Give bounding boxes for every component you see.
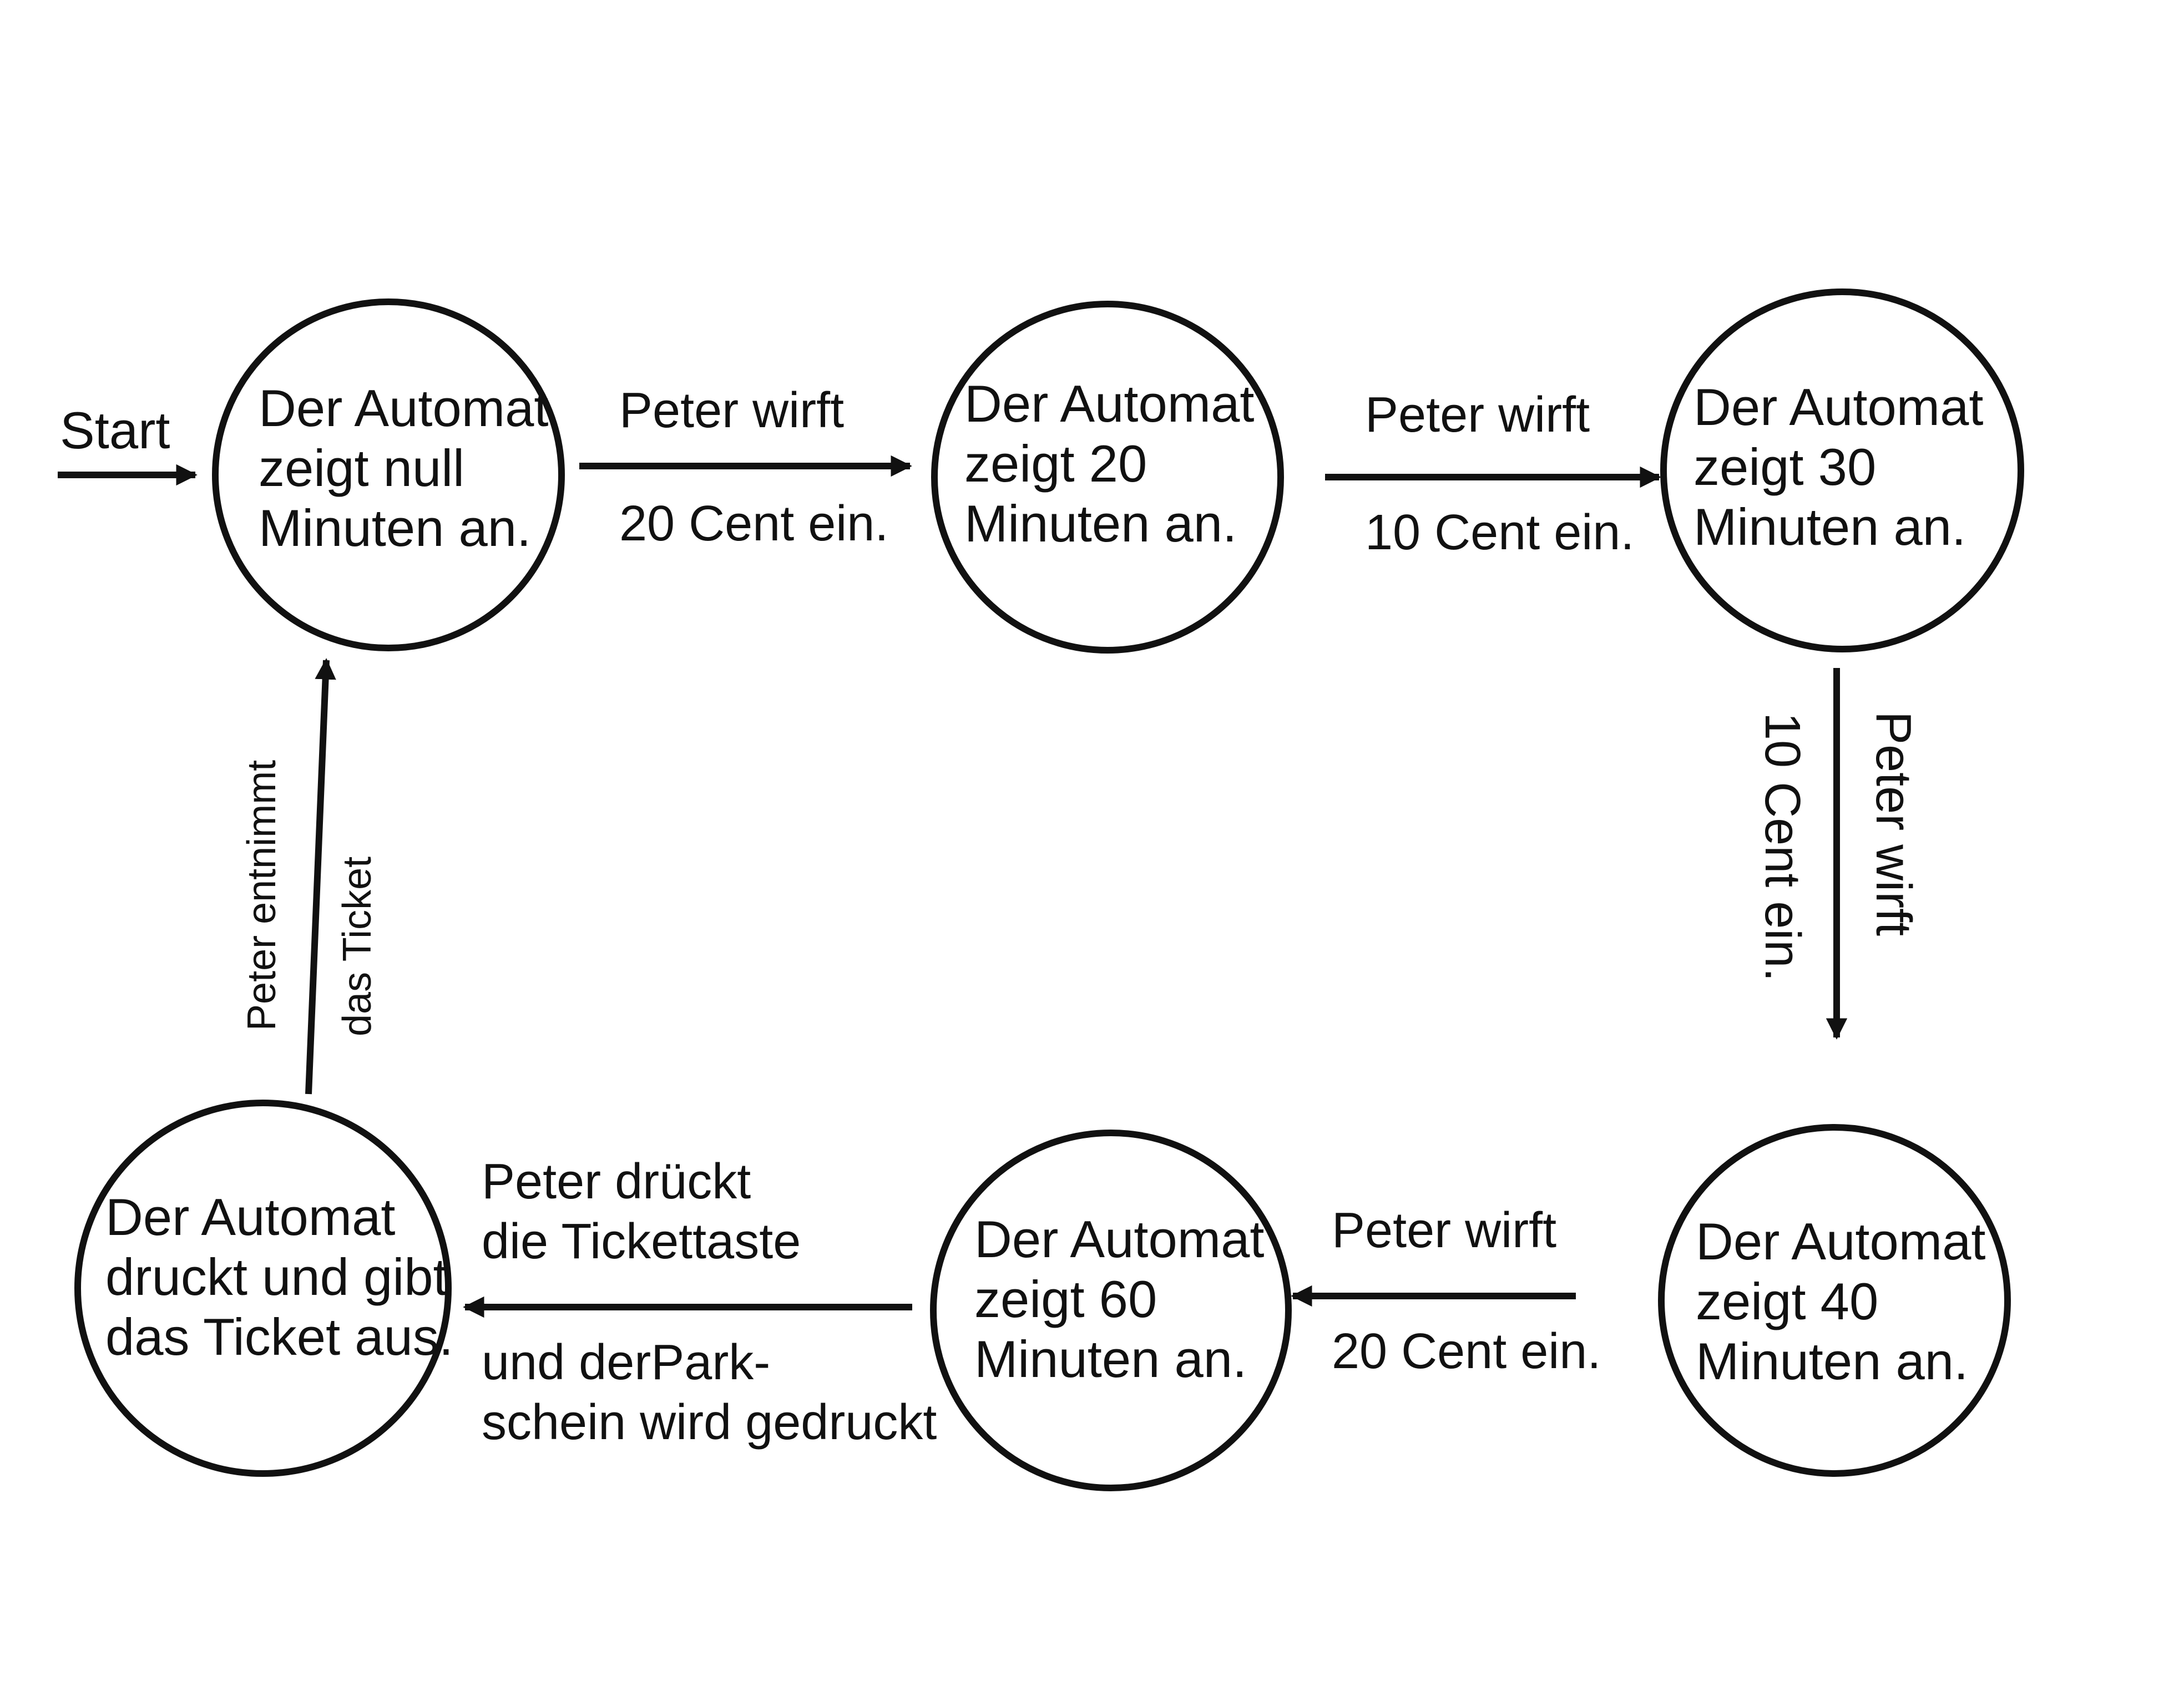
node-text-line: Minuten an.: [964, 494, 1237, 553]
node-text: Der Automat zeigt 60 Minuten an.: [974, 1210, 1279, 1388]
edge-label-action: Peter wirft: [1332, 1203, 1556, 1258]
edge-ticket-to-null: Peter entnimmt das Ticket: [240, 658, 380, 1095]
edge-label-coin: 10 Cent ein.: [1755, 712, 1810, 981]
edge-label-action: Peter wirft: [1365, 387, 1590, 443]
state-node-60-minutes: Der Automat zeigt 60 Minuten an.: [930, 1130, 1292, 1491]
edge-null-to-20: Peter wirft 20 Cent ein.: [579, 383, 912, 551]
node-text-line: das Ticket aus.: [105, 1308, 453, 1366]
edge-label-object: das Ticket: [335, 857, 380, 1036]
state-node-print-ticket: Der Automat druckt und gibt das Ticket a…: [74, 1100, 462, 1477]
edge-30-to-40: Peter wirft 10 Cent ein.: [1755, 668, 1921, 1040]
node-text-line: zeigt 40: [1696, 1272, 1878, 1330]
state-node-40-minutes: Der Automat zeigt 40 Minuten an.: [1658, 1124, 2011, 1477]
edge-label-action: Peter wirft: [619, 383, 844, 438]
node-text: Der Automat zeigt 40 Minuten an.: [1696, 1212, 2000, 1390]
node-text: Der Automat zeigt 30 Minuten an.: [1693, 378, 1998, 556]
node-text-line: druckt und gibt: [105, 1248, 448, 1306]
edge-label-result: und derPark- schein wird gedruckt: [482, 1335, 937, 1450]
node-text-line: Minuten an.: [1693, 498, 1966, 556]
edge-label-line: die Tickettaste: [482, 1214, 801, 1269]
edge-40-to-60: Peter wirft 20 Cent ein.: [1291, 1203, 1601, 1379]
node-text-line: zeigt null: [259, 439, 464, 497]
node-text-line: Der Automat: [105, 1188, 395, 1246]
edge-label-coin: 20 Cent ein.: [1332, 1324, 1601, 1379]
node-text-line: Der Automat: [1696, 1212, 1985, 1270]
edge-label-line: Peter drückt: [482, 1154, 751, 1209]
state-node-20-minutes: Der Automat zeigt 20 Minuten an.: [931, 301, 1284, 654]
node-text-line: zeigt 20: [964, 434, 1147, 493]
start-label: Start: [60, 401, 170, 459]
state-node-30-minutes: Der Automat zeigt 30 Minuten an.: [1660, 288, 2024, 652]
node-text-line: Minuten an.: [259, 499, 531, 557]
node-text-line: Der Automat: [1693, 378, 1983, 436]
node-text-line: Der Automat: [259, 379, 548, 437]
edge-label-coin: 10 Cent ein.: [1365, 505, 1634, 560]
node-text: Der Automat zeigt null Minuten an.: [259, 379, 563, 557]
edge-label-action: Peter wirft: [1866, 711, 1921, 936]
edge-20-to-30: Peter wirft 10 Cent ein.: [1325, 387, 1661, 560]
start-arrow: Start: [58, 401, 198, 486]
node-text-line: Minuten an.: [1696, 1332, 1968, 1390]
node-text-line: zeigt 60: [974, 1270, 1157, 1328]
node-text-line: zeigt 30: [1693, 438, 1876, 496]
node-text-line: Der Automat: [974, 1210, 1264, 1268]
node-text-line: Der Automat: [964, 374, 1254, 433]
edge-60-to-ticket: Peter drückt die Tickettaste und derPark…: [463, 1154, 937, 1450]
node-text: Der Automat druckt und gibt das Ticket a…: [105, 1188, 462, 1366]
state-node-null-minutes: Der Automat zeigt null Minuten an.: [212, 298, 565, 651]
edge-label-line: schein wird gedruckt: [482, 1395, 937, 1450]
edge-label-action: Peter entnimmt: [240, 760, 284, 1031]
node-text: Der Automat zeigt 20 Minuten an.: [964, 374, 1269, 553]
edge-label-action: Peter drückt die Tickettaste: [482, 1154, 801, 1269]
edge-label-line: und derPark-: [482, 1335, 770, 1390]
edge-label-coin: 20 Cent ein.: [619, 496, 888, 551]
node-text-line: Minuten an.: [974, 1330, 1247, 1388]
